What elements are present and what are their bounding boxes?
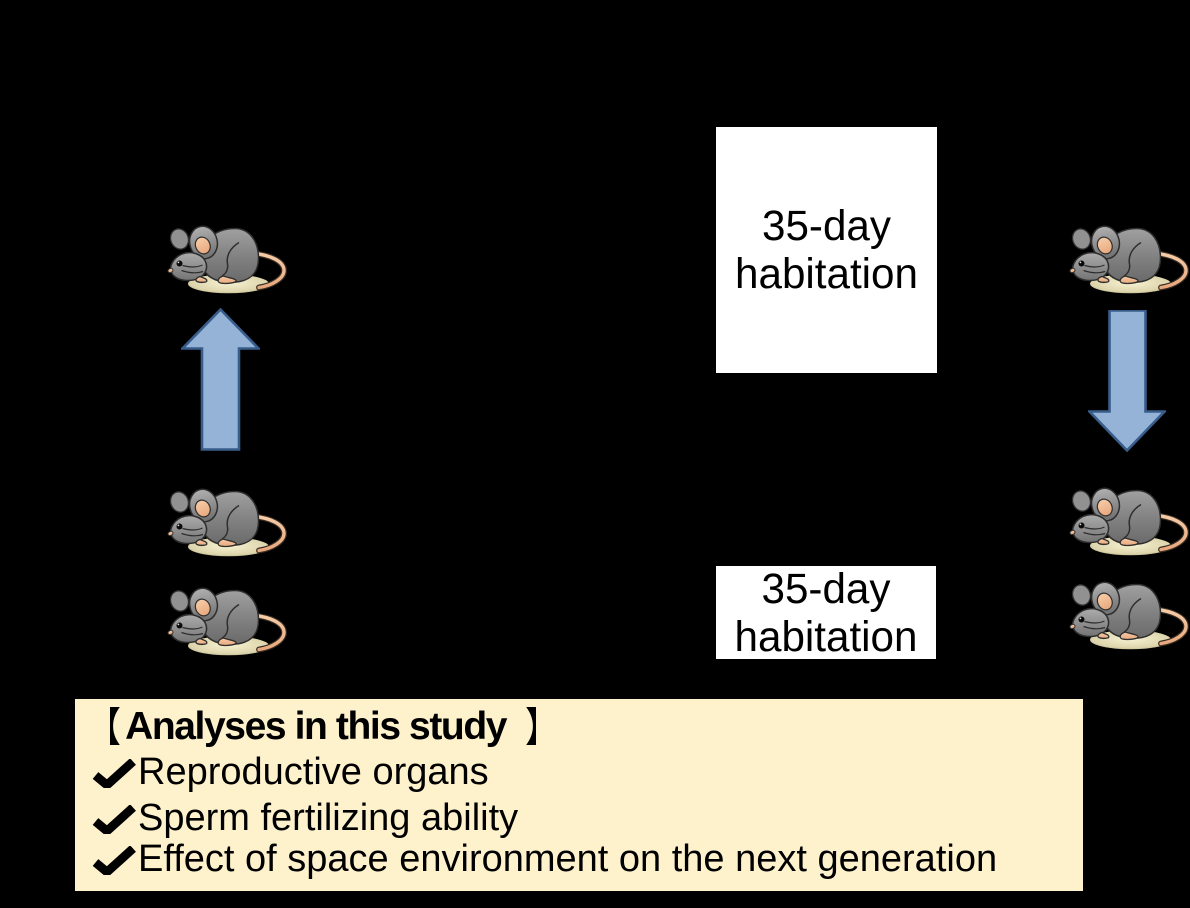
mouse-icon (1062, 477, 1190, 562)
analysis-item: Reproductive organs (92, 751, 489, 793)
habitation-top-line1: 35-day (762, 202, 891, 249)
mouse-icon (160, 478, 295, 563)
habitation-bottom-box: 35-day habitation (716, 564, 936, 660)
mouse-icon (1062, 215, 1190, 300)
analyses-title: Analyses in this study (109, 704, 537, 749)
analysis-item-label: Effect of space environment on the next … (138, 838, 998, 881)
analysis-item-label: Sperm fertilizing ability (138, 796, 519, 839)
habitation-bottom-line1: 35-day (761, 564, 891, 612)
mouse-icon (1062, 571, 1190, 656)
check-icon (92, 804, 136, 834)
analysis-item: Effect of space environment on the next … (92, 838, 997, 880)
habitation-bottom-line2: habitation (734, 612, 918, 660)
check-icon (92, 759, 136, 789)
down-arrow (1088, 310, 1166, 452)
analysis-item-label: Reproductive organs (138, 751, 489, 794)
check-icon (92, 846, 136, 876)
left-lenticular-bracket-icon (109, 706, 120, 745)
analyses-title-text: Analyses in this study (125, 704, 507, 748)
habitation-top-box: 35-day habitation (716, 127, 937, 373)
habitation-top-line2: habitation (735, 250, 918, 297)
analysis-item: Sperm fertilizing ability (92, 797, 518, 839)
right-lenticular-bracket-icon (526, 706, 537, 745)
mouse-icon (160, 215, 295, 300)
up-arrow (181, 308, 260, 451)
analyses-box: Analyses in this study Reproductive orga… (73, 697, 1085, 893)
mouse-icon (160, 577, 295, 662)
